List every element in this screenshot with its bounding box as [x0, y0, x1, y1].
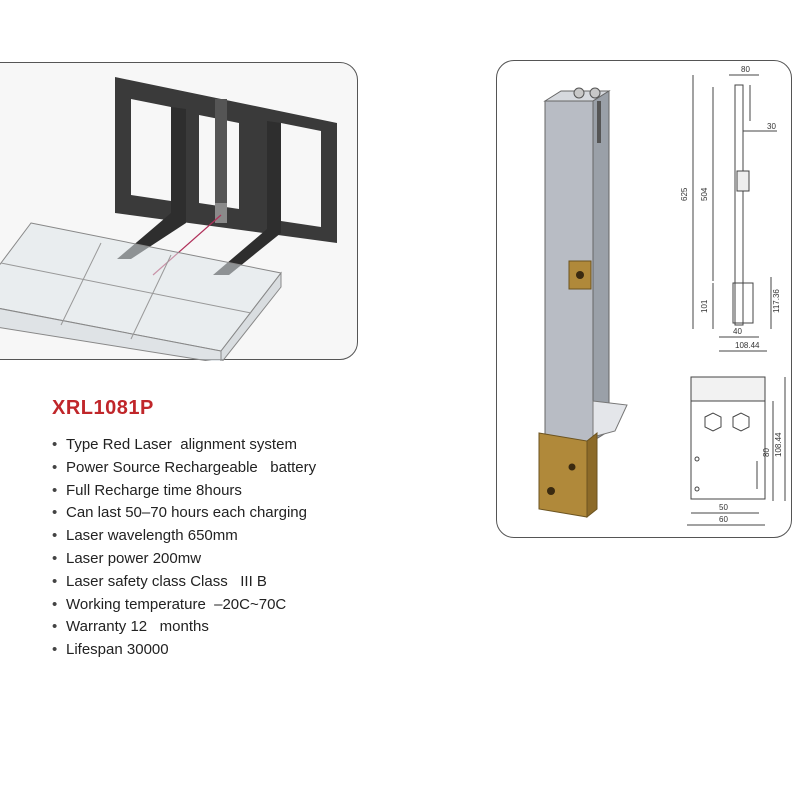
dim-upper-height: 504 — [700, 187, 709, 201]
technical-drawing: 80 30 625 504 101 117.36 40 108.44 — [538, 65, 786, 526]
spec-text: Laser power 200mw — [66, 549, 202, 567]
spec-list: •Type Red Laser alignment system •Power … — [52, 434, 316, 662]
spec-item: •Can last 50–70 hours each charging — [52, 504, 307, 522]
fork-right — [213, 121, 281, 275]
dim-detail-height-total: 108.44 — [774, 432, 783, 457]
spec-item: •Power Source Rechargeable battery — [52, 458, 317, 476]
spec-text: Can last 50–70 hours each charging — [66, 504, 307, 522]
side-view — [692, 74, 777, 352]
pallet-side — [220, 271, 282, 361]
spec-text: Laser safety class Class III B — [66, 572, 267, 590]
dim-lower-height: 101 — [700, 299, 709, 313]
fork-left — [117, 107, 186, 259]
pallet-front — [0, 308, 222, 361]
spec-item: •Lifespan 30000 — [52, 641, 169, 659]
post-side — [592, 90, 610, 442]
tray — [592, 400, 628, 438]
detail-view — [687, 376, 786, 526]
spec-item: •Laser wavelength 650mm — [52, 527, 238, 545]
spec-text: Lifespan 30000 — [66, 641, 169, 659]
spec-text: Power Source Rechargeable battery — [66, 458, 317, 476]
spec-text: Warranty 12 months — [66, 618, 209, 636]
dim-total-height: 625 — [680, 187, 689, 201]
spec-item: •Laser safety class Class III B — [52, 572, 267, 590]
frame-opening-left — [131, 99, 171, 201]
dim-base-width: 40 — [733, 327, 742, 336]
dim-detail-inner-width: 50 — [719, 503, 728, 512]
technical-drawing-panel: 80 30 625 504 101 117.36 40 108.44 — [496, 60, 792, 538]
dim-foot-height: 117.36 — [772, 289, 781, 313]
dim-detail-height: 80 — [762, 448, 771, 457]
forklift-laser-rendering — [0, 77, 337, 361]
brass-foot — [538, 432, 588, 518]
spec-item: •Type Red Laser alignment system — [52, 436, 297, 453]
product-model-title: XRL1081P — [52, 397, 154, 419]
dim-top-width: 80 — [741, 65, 750, 74]
dim-overall-width: 108.44 — [735, 341, 760, 350]
spec-text: Full Recharge time 8hours — [66, 481, 242, 499]
spec-item: •Full Recharge time 8hours — [52, 481, 242, 499]
spec-item: •Warranty 12 months — [52, 618, 209, 636]
spec-text: Type Red Laser alignment system — [66, 436, 297, 453]
laser-post — [215, 99, 227, 207]
dim-offset: 30 — [767, 122, 776, 131]
spec-item: •Working temperature –20C~70C — [52, 595, 287, 613]
laser-unit — [215, 203, 227, 223]
spec-text: Working temperature –20C~70C — [66, 595, 287, 613]
rendering-panel — [0, 62, 358, 361]
frame-opening-right — [281, 123, 321, 227]
spec-item: •Laser power 200mw — [52, 549, 202, 567]
spec-text: Laser wavelength 650mm — [66, 527, 238, 545]
dim-detail-outer-width: 60 — [719, 515, 728, 524]
